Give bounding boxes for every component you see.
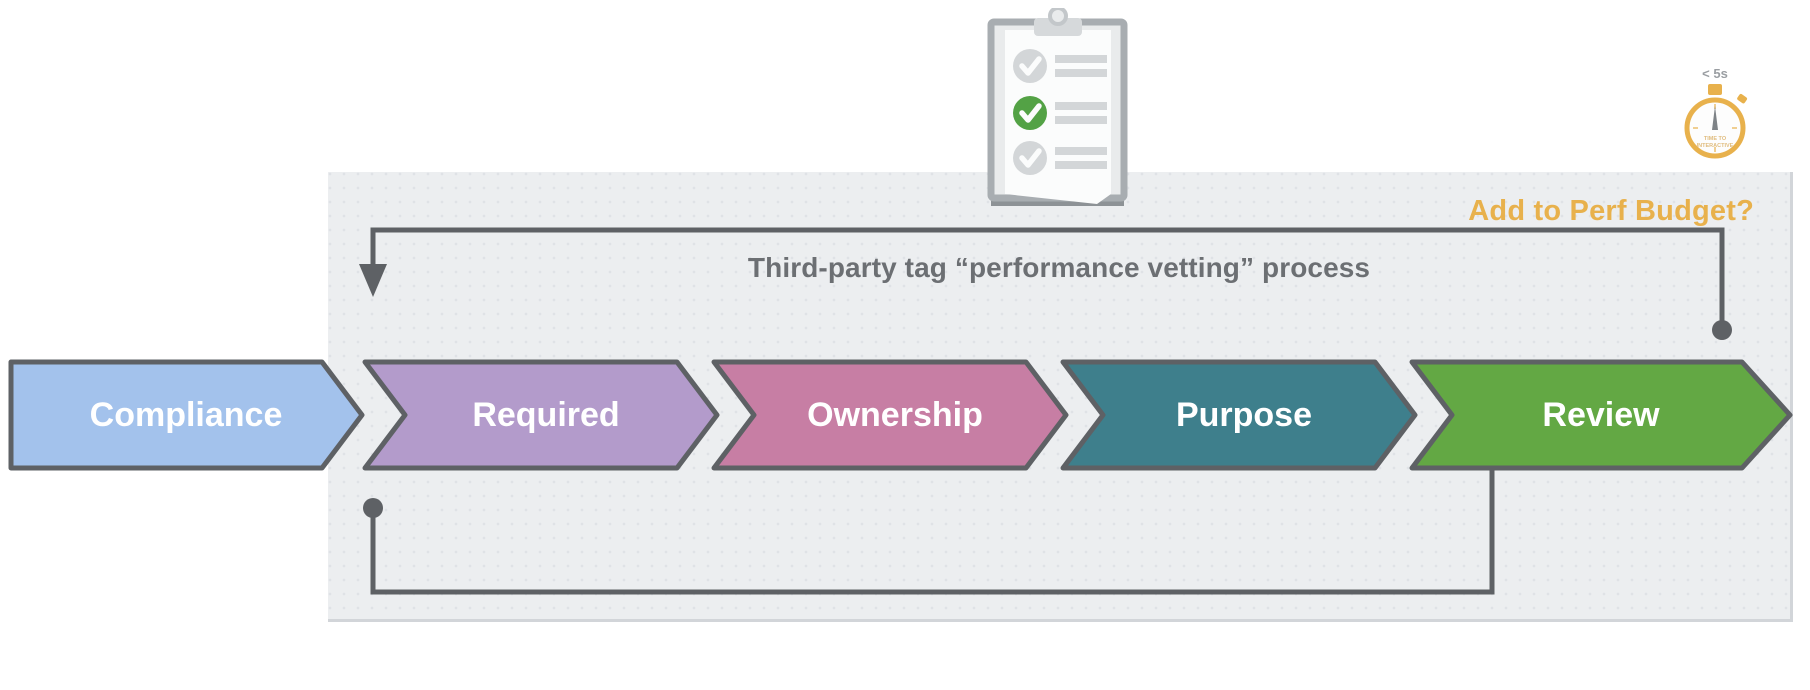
check-circle-icon bbox=[1013, 49, 1047, 83]
text-line bbox=[1055, 147, 1107, 155]
clipboard-item-3 bbox=[1013, 141, 1107, 175]
check-mark-icon bbox=[1019, 103, 1042, 123]
clipboard-item-1 bbox=[1013, 49, 1107, 83]
lower-feedback-loop bbox=[370, 467, 1495, 595]
upper-feedback-loop bbox=[370, 227, 1725, 330]
stage-review[interactable]: Review bbox=[1409, 359, 1793, 471]
upper-loop-start-dot bbox=[1712, 320, 1732, 340]
stage-ownership[interactable]: Ownership bbox=[711, 359, 1069, 471]
upper-loop-arrowhead bbox=[359, 264, 387, 297]
text-line bbox=[1055, 69, 1107, 77]
text-line bbox=[1055, 161, 1107, 169]
check-circle-icon bbox=[1013, 141, 1047, 175]
upper-loop-path bbox=[370, 227, 1725, 330]
check-circle-icon bbox=[1013, 96, 1047, 130]
stage-compliance-shape bbox=[8, 359, 365, 471]
stage-review-label: Review bbox=[1542, 396, 1660, 434]
text-line bbox=[1055, 116, 1107, 124]
stage-required[interactable]: Required bbox=[362, 359, 720, 471]
clipboard-item-2 bbox=[1013, 96, 1107, 130]
stage-purpose[interactable]: Purpose bbox=[1060, 359, 1418, 471]
check-mark-icon bbox=[1019, 56, 1042, 76]
stopwatch-icon: < 5s TIME TO INTERACTIVE bbox=[1684, 68, 1748, 159]
stage-required-label: Required bbox=[472, 396, 619, 434]
check-mark-icon bbox=[1019, 148, 1042, 168]
stage-ownership-label: Ownership bbox=[807, 396, 983, 434]
stopwatch-face-line-2: INTERACTIVE bbox=[1697, 143, 1734, 149]
stopwatch-badge-label: < 5s bbox=[1702, 68, 1728, 81]
stopwatch-crown bbox=[1708, 84, 1722, 95]
stopwatch-face-line-1: TIME TO bbox=[1704, 136, 1727, 142]
lower-loop-start-dot bbox=[363, 498, 383, 518]
perf-budget-label: Add to Perf Budget? bbox=[1468, 195, 1754, 227]
clipboard-icon bbox=[987, 8, 1128, 206]
stage-flow: Compliance Required Ownership Purpose Re… bbox=[8, 359, 1793, 471]
stage-compliance[interactable]: Compliance bbox=[8, 359, 365, 471]
stage-purpose-shape bbox=[1060, 359, 1418, 471]
stage-compliance-label: Compliance bbox=[90, 396, 283, 434]
stopwatch-hand bbox=[1712, 106, 1718, 130]
clipboard-clip-ring bbox=[1048, 8, 1068, 26]
text-line bbox=[1055, 55, 1107, 63]
clipboard-clip bbox=[1034, 18, 1082, 36]
stage-ownership-shape bbox=[711, 359, 1069, 471]
stopwatch-side-button bbox=[1737, 94, 1748, 104]
stage-review-shape bbox=[1409, 359, 1793, 471]
text-line bbox=[1055, 102, 1107, 110]
lower-loop-path bbox=[370, 467, 1495, 595]
stage-purpose-label: Purpose bbox=[1176, 396, 1312, 434]
stage-required-shape bbox=[362, 359, 720, 471]
